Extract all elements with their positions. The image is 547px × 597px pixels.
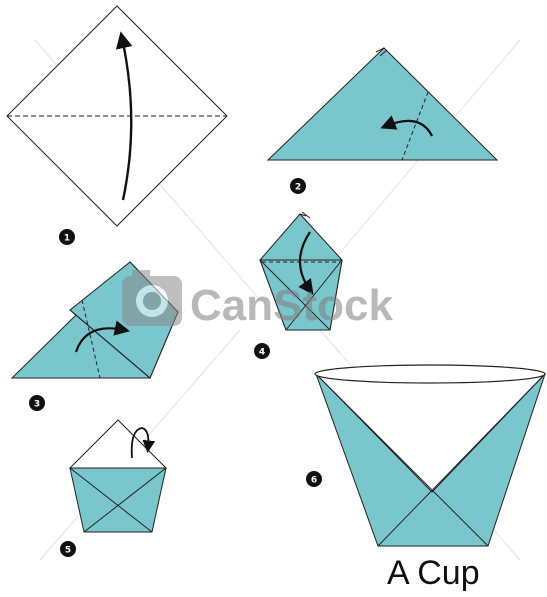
cup-caption: A Cup: [387, 554, 480, 592]
step-2-number: 2: [295, 183, 301, 193]
step-3-number: 3: [34, 400, 40, 410]
watermark-text: CanStock: [190, 281, 393, 330]
step-6-diagram: 6: [306, 365, 545, 546]
step-2-diagram: 2: [268, 48, 497, 194]
step-1-diagram: 1: [7, 6, 227, 245]
step-1-number: 1: [64, 234, 70, 244]
camera-logo-icon: [122, 270, 182, 326]
step-5-diagram: 5: [60, 420, 166, 557]
watermark: CanStock: [122, 270, 393, 330]
step-6-number: 6: [311, 476, 317, 486]
step-4-number: 4: [259, 348, 265, 358]
step-5-number: 5: [65, 546, 71, 556]
